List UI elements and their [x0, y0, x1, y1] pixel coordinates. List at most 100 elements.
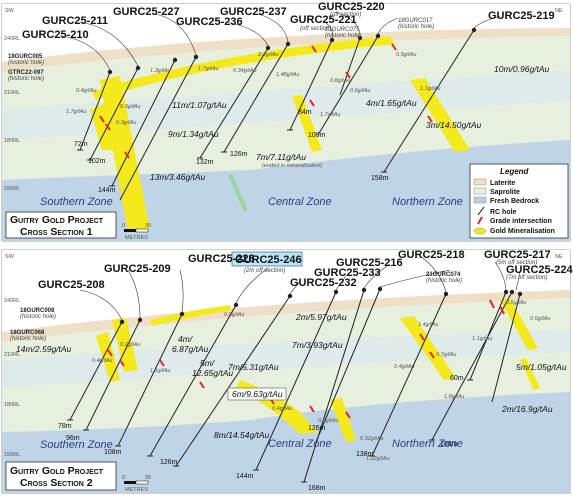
section-1-collars: [107, 27, 477, 75]
legend-swatch-laterite: [473, 178, 487, 186]
minor-grade-label: 1.7g/tAu: [66, 109, 87, 115]
grade-tick: [124, 151, 130, 159]
depth-label: 72m: [74, 141, 88, 148]
minor-grade-label: 1.1g/tAu: [420, 86, 441, 92]
minor-grade-label: 0.4g/tAu: [272, 406, 293, 412]
collar: [357, 35, 363, 41]
hole-label-historic: 18GURC017: [398, 18, 433, 24]
grade-label: 6.87g/tAu: [172, 344, 209, 354]
hole-label: GURC25-209: [104, 263, 171, 275]
depth-label: 144m: [236, 473, 254, 480]
hole-note: (historic hole): [398, 24, 434, 30]
hole-note: (7m off section): [506, 275, 547, 281]
lode-north: [400, 316, 456, 380]
grade-label: 5m/1.05g/tAu: [516, 362, 567, 372]
drill-hole: [317, 35, 379, 136]
grade-callout-box: [227, 387, 287, 401]
section-1-subtitle: Cross Section 1: [20, 226, 93, 238]
legend-item: Laterite: [490, 180, 515, 187]
collar: [233, 302, 239, 308]
section-2-title: Guitry Gold Project: [10, 465, 104, 477]
grade-tick: [391, 43, 397, 51]
lode-north: [410, 78, 470, 152]
drill-hole: [339, 37, 361, 96]
scale-segment: [135, 480, 149, 485]
collar: [471, 27, 477, 33]
grade-label: 3m/14.50g/tAu: [426, 120, 482, 130]
minor-grade-label: 0.3g/tAu: [120, 104, 141, 110]
depth-label: 126m: [160, 459, 178, 466]
depth-label: 102m: [88, 158, 106, 165]
depth-label: 108m: [440, 441, 458, 448]
grade-tick: [99, 115, 105, 123]
ne-label: NE: [555, 8, 563, 14]
drill-hole: [289, 39, 333, 131]
hole-label: GURC25-208: [38, 279, 105, 291]
collar: [137, 317, 143, 323]
rl-label: 240RL: [4, 298, 20, 304]
hole-note: (5m off section): [496, 260, 537, 266]
section-1-title-box: [5, 211, 117, 239]
section-1-panel: 240RL 210RL 180RL 150RL SW NE GURC25-211…: [1, 1, 571, 242]
section-1-scale-bar: 0 30 METRES: [122, 223, 151, 241]
drill-hole: [175, 295, 291, 467]
legend-rc-hole-icon: [477, 206, 485, 216]
minor-grade-label: 1.8g/tAu: [444, 394, 465, 400]
zone-label: Central Zone: [268, 438, 332, 450]
drill-hole: [303, 289, 365, 483]
minor-grade-label: 1.4g/tAu: [418, 322, 439, 328]
legend-box: [469, 163, 569, 239]
minor-grade-label: 2.4g/tAu: [257, 52, 279, 58]
hole-label: GURC25-220: [318, 1, 385, 13]
drill-hole: [255, 291, 337, 471]
legend-item: RC hole: [490, 209, 517, 216]
depth-label: 84m: [298, 109, 312, 116]
leader: [494, 261, 507, 291]
minor-grade-label: 0.6g/tAu: [350, 88, 371, 94]
grade-label: 7m/5.31g/tAu: [228, 362, 279, 372]
section-2-leaders: [79, 255, 521, 321]
collar: [179, 311, 185, 317]
drill-hole: [371, 293, 447, 457]
collar: [265, 45, 271, 51]
grade-label: 7m/7.11g/tAu: [256, 152, 306, 162]
lode-east-minor: [520, 358, 540, 390]
rl-label: 150RL: [4, 186, 20, 192]
leader: [127, 269, 141, 319]
leader: [379, 269, 451, 288]
drill-hole: [315, 288, 381, 443]
grade-tick: [345, 411, 351, 419]
drill-hole: [79, 71, 111, 151]
minor-grade-label: 0.7g/tAu: [436, 352, 457, 358]
highlight-hole-label: GURC25-246: [235, 254, 302, 266]
section-2-subtitle: Cross Section 2: [20, 477, 93, 489]
minor-grade-label: 0.4g/tAu: [76, 88, 97, 94]
hole-label-historic: 21GURC074: [426, 272, 461, 278]
drill-hole: [431, 291, 513, 441]
collar: [375, 33, 381, 39]
minor-grade-label: 0.34g/tAu: [233, 68, 257, 74]
grade-tick: [199, 381, 205, 389]
section-2-panel: 240RL 210RL 180RL 150RL SW NE GURC25-246…: [1, 249, 573, 494]
collar: [135, 65, 141, 71]
zone-label: Central Zone: [268, 196, 332, 208]
minor-grade-label: 0.4g/tAu: [92, 358, 113, 364]
lode-upper: [150, 305, 232, 326]
section-2-hole-ends: [67, 379, 473, 483]
drill-hole: [89, 67, 139, 161]
minor-grade-label: 0.4g/tAu: [394, 364, 415, 370]
minor-grade-label: 0.5g/tAu: [506, 300, 527, 306]
scale-segment: [124, 481, 136, 484]
minor-grade-label: 0.32g/tAu: [360, 436, 384, 442]
grade-note: (ended in mineralisation): [262, 163, 322, 169]
hole-note: (historic hole): [8, 76, 44, 82]
collar: [329, 37, 335, 43]
grade-label: 2m/16.9g/tAu: [501, 404, 553, 414]
scale-unit: METRES: [125, 487, 148, 493]
grade-label: 4m/: [178, 334, 194, 344]
drill-hole: [117, 313, 183, 447]
zone-label: Southern Zone: [40, 439, 113, 451]
leader: [289, 281, 301, 295]
rl-label: 150RL: [4, 452, 20, 458]
